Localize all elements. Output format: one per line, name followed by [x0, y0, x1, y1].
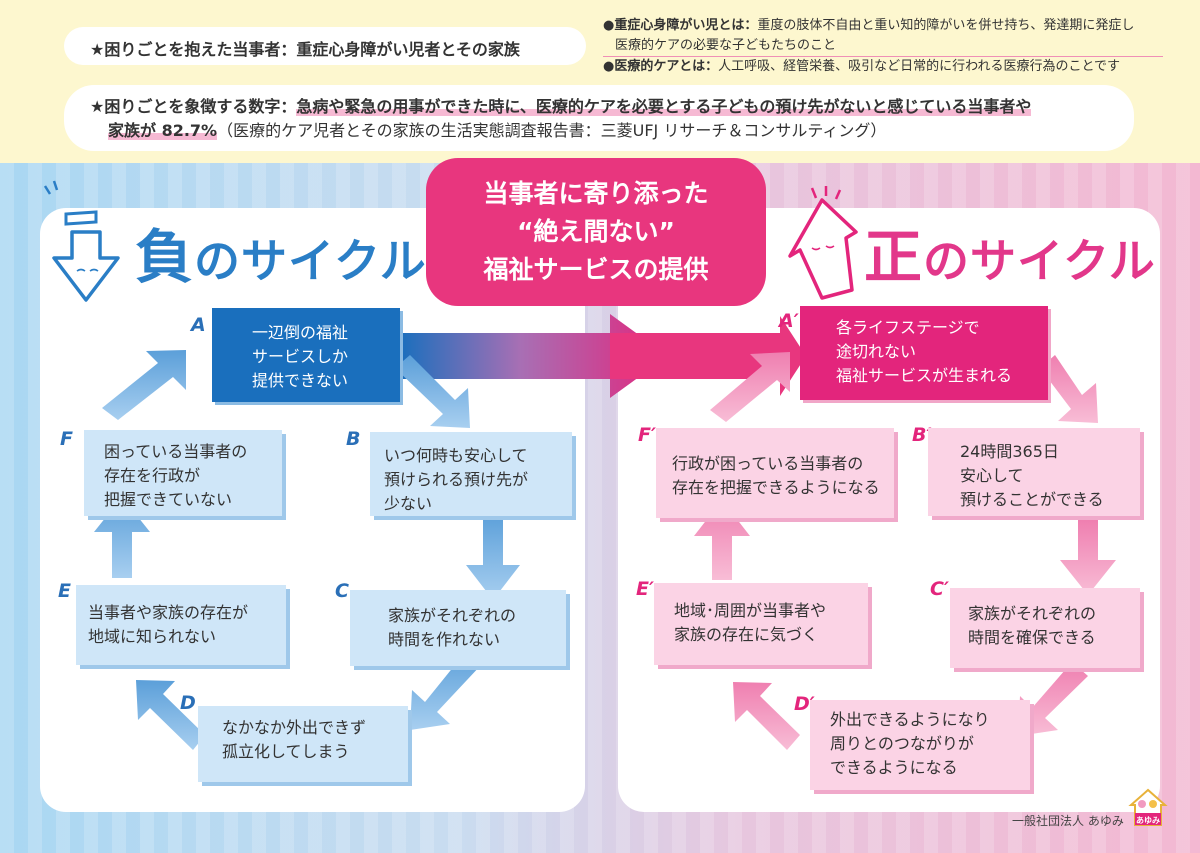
node-e-line-2: 地域に知られない: [88, 627, 217, 646]
node-d2-line-3: できるようになる: [830, 758, 958, 777]
node-d2-line-2: 周りとのつながりが: [830, 734, 974, 753]
target-label-text: ★困りごとを抱えた当事者：重症心身障がい児者とその家族: [90, 40, 520, 59]
org-name: 一般社団法人 あゆみ: [1012, 814, 1124, 828]
node-a-letter: A: [191, 314, 206, 336]
node-a2-box: 各ライフステージで 途切れない 福祉サービスが生まれる: [800, 306, 1048, 400]
node-f-line-1: 困っている当事者の: [104, 442, 248, 461]
node-b-line-3: 少ない: [384, 494, 433, 513]
node-c-line-1: 家族がそれぞれの: [388, 606, 517, 625]
symbol-text-1: 急病や緊急の用事ができた時に、医療的ケアを必要とする子どもの預け先がないと感じて…: [296, 97, 1032, 116]
arrow-a-to-b: [395, 355, 470, 428]
arrow-e2-to-f2: [694, 500, 750, 580]
def1-head: ●重症心身障がい児とは：: [603, 18, 758, 33]
symbol-text-2: 家族が 82.7%: [108, 121, 218, 140]
arrow-d2-to-e2: [733, 682, 800, 750]
positive-title-rest: のサイクル: [923, 234, 1156, 288]
node-b2-line-2: 安心して: [960, 466, 1024, 485]
def1-text-2: 医療的ケアの必要な子どもたちのこと: [615, 38, 837, 53]
node-a-box: 一辺倒の福祉 サービスしか 提供できない: [212, 308, 400, 402]
callout-line-1: 当事者に寄り添った: [483, 179, 709, 208]
negative-title-char: 負: [135, 223, 195, 291]
node-e2-box: 地域･周囲が当事者や 家族の存在に気づく: [654, 583, 868, 665]
callout-line-2: “絶え間ない”: [517, 217, 675, 246]
arrow-b-to-c: [466, 513, 520, 600]
node-e-line-1: 当事者や家族の存在が: [88, 603, 249, 622]
node-f-box: 困っている当事者の 存在を行政が 把握できていない: [84, 430, 282, 516]
negative-cycle-title: 負のサイクル: [135, 228, 427, 288]
node-a-line-2: サービスしか: [252, 347, 349, 366]
arrow-b2-to-c2: [1060, 520, 1116, 595]
node-d2-box: 外出できるようになり 周りとのつながりが できるようになる: [810, 700, 1030, 790]
node-b2-line-3: 預けることができる: [960, 490, 1104, 509]
node-f2-line-2: 存在を把握できるようになる: [672, 478, 880, 497]
def2-head: ●医療的ケアとは：: [603, 59, 719, 74]
big-transition-arrow: [400, 314, 668, 398]
arrow-a2-to-b2: [1040, 355, 1098, 423]
node-c-line-2: 時間を作れない: [388, 630, 501, 649]
definitions: ●重症心身障がい児とは：重度の肢体不自由と重い知的障がいを併せ持ち、発達期に発症…: [603, 16, 1163, 77]
node-b-letter: B: [346, 428, 361, 450]
negative-title-rest: のサイクル: [194, 234, 427, 288]
node-f2-box: 行政が困っている当事者の 存在を把握できるようになる: [656, 428, 894, 518]
arrow-e-to-f: [94, 497, 150, 578]
arrow-c2-to-d2: [1018, 662, 1088, 736]
node-c-letter: C: [335, 580, 349, 602]
node-b-box: いつ何時も安心して 預けられる預け先が 少ない: [370, 432, 572, 516]
node-a2-line-1: 各ライフステージで: [836, 318, 980, 337]
node-b-line-1: いつ何時も安心して: [384, 446, 528, 465]
node-d-box: なかなか外出できず 孤立化してしまう: [198, 706, 408, 782]
node-c-box: 家族がそれぞれの 時間を作れない: [350, 590, 566, 666]
negative-cycle-flow: [94, 350, 520, 750]
node-f-letter: F: [60, 428, 73, 450]
node-c2-line-2: 時間を確保できる: [968, 628, 1096, 647]
target-label: ★困りごとを抱えた当事者：重症心身障がい児者とその家族: [64, 27, 586, 65]
arrow-d-to-e: [136, 680, 205, 750]
node-f2-line-1: 行政が困っている当事者の: [672, 454, 864, 473]
positive-title-char: 正: [864, 223, 924, 291]
symbol-source: （医療的ケア児者とその家族の生活実態調査報告書：三菱UFJ リサーチ＆コンサルテ…: [217, 121, 887, 140]
node-e-box: 当事者や家族の存在が 地域に知られない: [76, 585, 286, 665]
node-d2-letter: D′: [794, 693, 815, 715]
node-f-line-2: 存在を行政が: [104, 466, 201, 485]
node-d-letter: D: [180, 692, 196, 714]
node-b-line-2: 預けられる預け先が: [384, 470, 529, 489]
arrow-f-to-a: [102, 350, 186, 420]
node-a-line-3: 提供できない: [252, 371, 349, 390]
node-e2-line-2: 家族の存在に気づく: [674, 625, 819, 644]
def1-text-1: 重度の肢体不自由と重い知的障がいを併せ持ち、発達期に発症し: [757, 18, 1135, 33]
org-logo-icon: あゆみ: [1128, 788, 1168, 826]
node-d-line-1: なかなか外出できず: [222, 718, 367, 737]
node-e-letter: E: [58, 580, 71, 602]
callout-line-3: 福祉サービスの提供: [483, 255, 709, 284]
def2-text: 人工呼吸、経管栄養、吸引など日常的に行われる医療行為のことです: [718, 59, 1121, 74]
node-e2-line-1: 地域･周囲が当事者や: [674, 601, 827, 620]
node-e2-letter: E′: [636, 578, 654, 600]
symbol-label: ★困りごとを象徴する数字：: [90, 97, 297, 116]
arrow-f2-to-a2: [710, 352, 790, 422]
node-a2-letter: A′: [779, 310, 799, 332]
node-b2-letter: B′: [912, 424, 932, 446]
logo-text: あゆみ: [1136, 816, 1160, 825]
node-c2-letter: C′: [930, 578, 949, 600]
down-arrow-icon: [43, 180, 120, 302]
symbol-statement: ★困りごとを象徴する数字：急病や緊急の用事ができた時に、医療的ケアを必要とする子…: [64, 85, 1134, 151]
node-c2-line-1: 家族がそれぞれの: [968, 604, 1097, 623]
node-b2-box: 24時間365日 安心して 預けることができる: [928, 428, 1140, 516]
node-a2-line-2: 途切れない: [836, 342, 917, 361]
node-d2-line-1: 外出できるようになり: [830, 710, 990, 729]
node-f-line-3: 把握できていない: [104, 490, 233, 509]
node-d-line-2: 孤立化してしまう: [222, 742, 350, 761]
callout-bubble: 当事者に寄り添った “絶え間ない” 福祉サービスの提供: [426, 158, 766, 306]
positive-cycle-flow: [694, 352, 1116, 750]
node-b2-line-1: 24時間365日: [960, 442, 1059, 461]
node-a2-line-3: 福祉サービスが生まれる: [836, 366, 1013, 385]
node-f2-letter: F′: [638, 424, 656, 446]
node-a-line-1: 一辺倒の福祉: [252, 323, 349, 342]
up-arrow-icon: [788, 186, 858, 300]
positive-cycle-title: 正のサイクル: [864, 228, 1156, 288]
node-c2-box: 家族がそれぞれの 時間を確保できる: [950, 588, 1140, 668]
arrow-c-to-d: [410, 650, 482, 730]
